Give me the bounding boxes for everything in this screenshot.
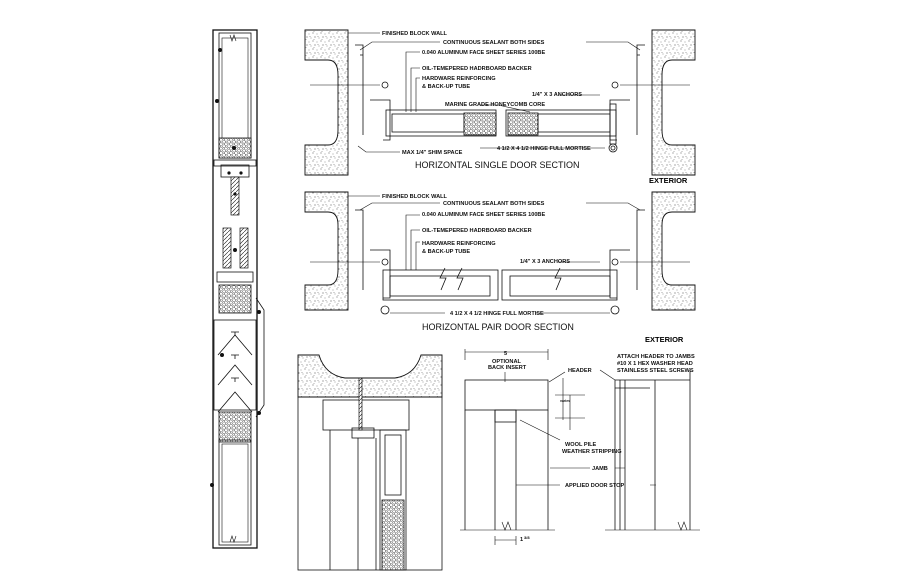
callout-label: OPTIONAL [492,359,521,365]
callout-label: JAMB [592,466,608,472]
callout-label: #10 X 1 HEX WASHER HEAD [617,361,693,367]
callout-label: FINISHED BLOCK WALL [382,31,448,37]
callout-label: CONTINUOUS SEALANT BOTH SIDES [443,201,545,207]
callout-label: ATTACH HEADER TO JAMBS [617,354,695,360]
callout-label: OIL-TEMEPERED HADRBOARD BACKER [422,228,532,234]
callout-label: FINISHED BLOCK WALL [382,194,448,200]
callout-label: 1/4" X 3 ANCHORS [532,92,582,98]
callout-label: STAINLESS STEEL SCREWS [617,368,694,374]
callout-label: BACK INSERT [488,365,527,371]
callout-label: 0.040 ALUMINUM FACE SHEET SERIES 100BE [422,212,545,218]
callout-label: WOOL PILE [565,442,597,448]
callout-label: 5 [504,351,507,357]
callout-label: HEADER [568,368,592,374]
block-wall-right [651,29,696,176]
vertical-door-section [210,29,265,549]
single-door-section: FINISHED BLOCK WALL CONTINUOUS SEALANT B… [304,29,696,185]
callout-label: 4 1/2 X 4 1/2 HINGE FULL MORTISE [497,146,591,152]
callout-label: 1 [520,537,523,543]
callout-label: 0.040 ALUMINUM FACE SHEET SERIES 100BE [422,50,545,56]
callout-label: 4 1/2 X 4 1/2 HINGE FULL MORTISE [450,311,544,317]
header-attachment-detail: 5 1 3/8 varies OPTIONAL BACK INSERT HEAD… [460,349,700,545]
callout-label: 1/4" X 3 ANCHORS [520,259,570,265]
callout-label: HARDWARE REINFORCING [422,76,496,82]
exterior-label: EXTERIOR [649,176,688,185]
callout-label: 3/8 [524,535,530,540]
head-jamb-detail [297,354,443,571]
pair-section-title: HORIZONTAL PAIR DOOR SECTION [422,322,574,332]
callout-label: MAX 1/4" SHIM SPACE [402,150,463,156]
callout-label: HARDWARE REINFORCING [422,241,496,247]
exterior-label: EXTERIOR [645,335,684,344]
callout-label: MARINE GRADE HONEYCOMB CORE [445,102,545,108]
block-wall-left [304,29,349,176]
callout-label: APPLIED DOOR STOP [565,483,625,489]
single-section-title: HORIZONTAL SINGLE DOOR SECTION [415,160,580,170]
pair-door-section: FINISHED BLOCK WALL CONTINUOUS SEALANT B… [304,191,696,344]
callout-label: & BACK-UP TUBE [422,84,470,90]
callout-label: CONTINUOUS SEALANT BOTH SIDES [443,40,545,46]
callout-label: WEATHER STRIPPING [562,449,622,455]
callout-label: OIL-TEMEPERED HADRBOARD BACKER [422,66,532,72]
callout-label: varies [560,399,570,403]
callout-label: & BACK-UP TUBE [422,249,470,255]
